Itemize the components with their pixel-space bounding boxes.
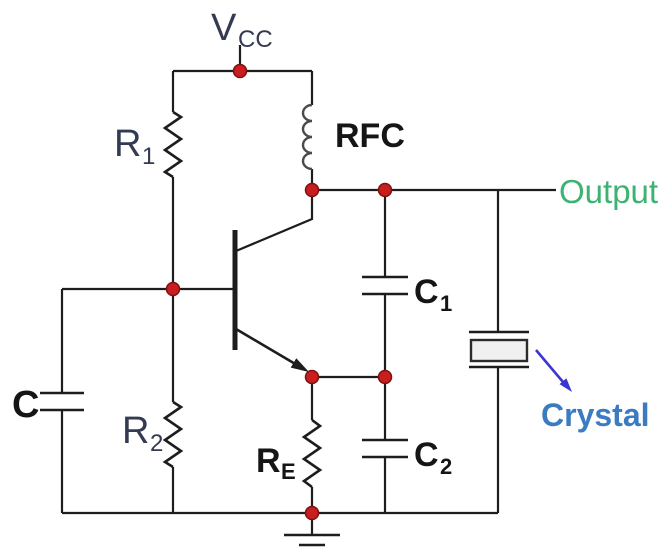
crystal-label: Crystal [541,397,650,433]
junction-dot-vcc [232,63,248,79]
wire-net-emitter [310,294,387,440]
junction-dot-c1-top [377,182,393,198]
junction-dot-ground [304,505,320,521]
vcc-label-subscript: CC [238,26,273,53]
c2-label-subscript: 2 [440,454,452,479]
capacitor-c1-plates [362,275,408,296]
c2-label: C [414,436,439,474]
crystal-arrow-head [559,378,572,392]
transistor-npn [232,230,309,372]
capacitor-c2-plates [362,438,408,459]
transistor-emitter-line [235,327,298,367]
capacitor-c-plates [40,391,84,412]
resistor-r2 [162,400,184,469]
junction-dot-base [165,281,181,297]
crystal-plates [469,330,529,369]
inductor-rfc-coil [301,103,313,171]
re-label: R [256,442,281,480]
wire-net-base [60,177,233,402]
wire-net-ground [60,367,500,535]
r2-label: R [122,410,149,452]
ground-symbol [284,533,340,547]
transistor-emitter-arrowhead [290,358,309,372]
output-label: Output [559,173,658,210]
junction-dot-collector [304,182,320,198]
labels: V CC R 1 R 2 R E RFC C C 1 C 2 Output Cr… [12,7,658,484]
junction-dots [165,63,393,521]
c1-label-subscript: 1 [440,291,452,316]
r1-label: R [114,123,141,165]
re-label-subscript: E [281,459,296,484]
r2-label-subscript: 2 [150,430,163,457]
crystal-body [469,338,529,363]
resistor-re [301,418,323,489]
vcc-label: V [211,7,237,49]
wire-net-collector-output [235,169,556,332]
c-label: C [12,384,39,426]
crystal-arrow-shaft [535,349,564,383]
junction-dot-emitter [304,369,320,385]
c1-label: C [414,273,439,311]
crystal-pointer-arrow [535,349,572,392]
resistor-r1 [162,110,184,179]
r1-label-subscript: 1 [142,143,155,170]
wire-net-vcc [171,45,314,112]
junction-dot-c1-c2 [377,369,393,385]
crystal-symbol [469,330,529,369]
rfc-label: RFC [335,117,405,155]
